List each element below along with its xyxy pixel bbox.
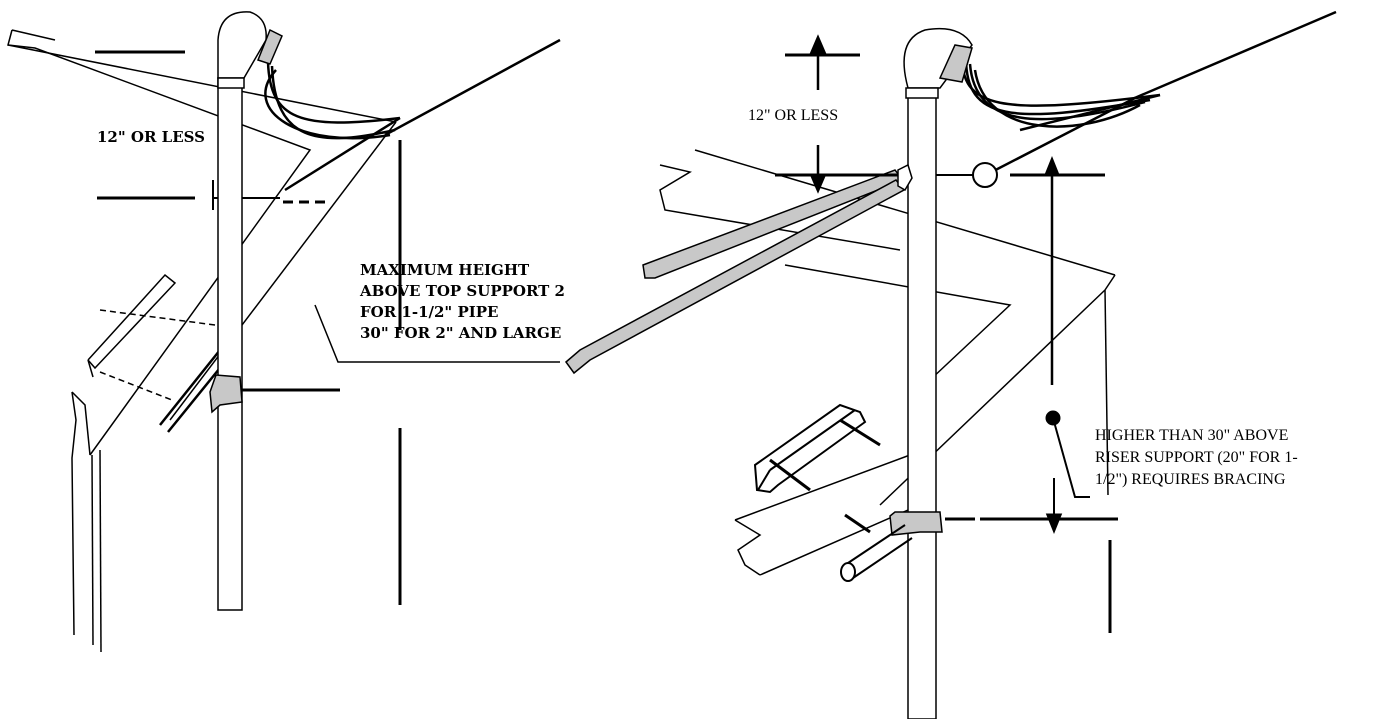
left-note-leader: [314, 304, 560, 363]
right-insulator-ring: [972, 162, 998, 188]
right-clearance-label: 12" OR LESS: [748, 107, 838, 124]
left-max-height-note-line-4: 30" FOR 2" AND LARGE: [360, 324, 561, 342]
right-riser-pipe: [907, 94, 937, 719]
right-bracing-note-line-1: HIGHER THAN 30" ABOVE: [1095, 427, 1288, 444]
right-weatherhead-cap: [938, 44, 973, 83]
right-note-leader: [1052, 417, 1090, 498]
left-pipe-strap: [209, 374, 243, 414]
left-weatherhead-cap: [257, 28, 283, 65]
left-max-height-note-line-2: ABOVE TOP SUPPORT 2: [359, 282, 565, 300]
right-channel-bracket: [753, 403, 881, 494]
left-conductors: [264, 38, 561, 192]
right-brace-clamp: [897, 163, 913, 192]
right-roof-outline: [659, 149, 1116, 576]
left-clearance-label: 12" OR LESS: [97, 128, 205, 146]
right-figure: 12" OR LESS HIGHER THAN 30" ABOVE RISER …: [564, 10, 1337, 719]
left-weatherhead: [217, 11, 267, 79]
right-brace-arms: [564, 169, 906, 375]
left-wall: [71, 391, 102, 653]
left-max-height-note-line-1: MAXIMUM HEIGHT: [360, 261, 530, 279]
right-bracing-note-line-2: RISER SUPPORT (20" FOR 1-: [1095, 449, 1298, 466]
right-pipe-strap: [889, 511, 943, 536]
right-weatherhead: [903, 27, 973, 89]
left-riser-pipe: [217, 77, 243, 611]
right-conductors: [960, 10, 1337, 180]
left-max-height-note-line-3: FOR 1-1/2" PIPE: [360, 303, 498, 321]
left-dimension-lines: [95, 50, 402, 605]
left-channel-bracket: [87, 273, 229, 433]
right-bracing-note-line-3: 1/2") REQUIRES BRACING: [1095, 471, 1286, 488]
right-conduit-stub: [840, 524, 913, 582]
left-figure: 12" OR LESS MAXIMUM HEIGHT ABOVE TOP SUP…: [7, 11, 565, 653]
